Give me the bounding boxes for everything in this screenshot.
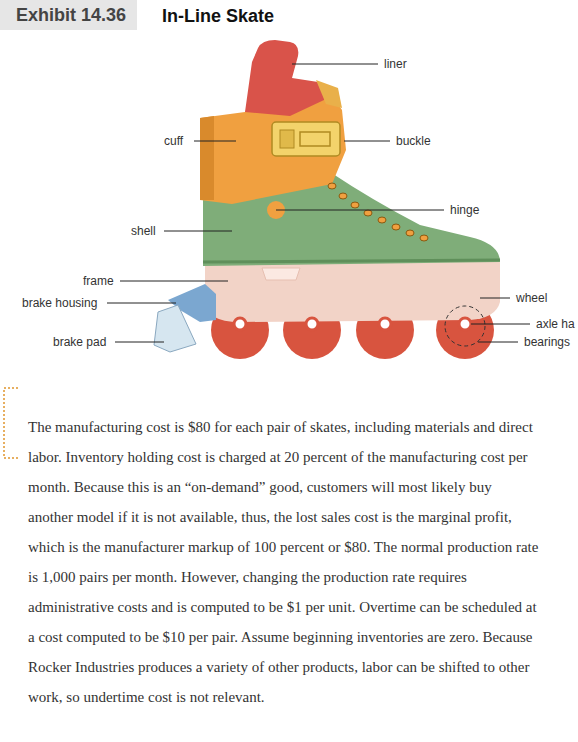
part-label: brake housing xyxy=(22,295,97,311)
axle-bolts xyxy=(234,318,471,330)
part-label: axle ha xyxy=(536,316,575,332)
buckle xyxy=(272,122,340,156)
liner xyxy=(245,40,328,116)
bearings-outline xyxy=(445,306,485,346)
brake-pad xyxy=(154,305,196,352)
laces xyxy=(328,183,428,241)
part-label: cuff xyxy=(164,133,183,149)
part-label: liner xyxy=(384,56,407,72)
part-label: frame xyxy=(83,273,114,289)
exhibit-tag: Exhibit 14.36 xyxy=(0,0,137,30)
part-label: shell xyxy=(131,223,156,239)
margin-bracket xyxy=(4,388,18,458)
problem-text: The manufacturing cost is $80 for each p… xyxy=(28,412,540,712)
part-label: buckle xyxy=(396,133,431,149)
exhibit-number: Exhibit 14.36 xyxy=(16,0,129,30)
part-label: wheel xyxy=(516,290,547,306)
frame-notch xyxy=(262,268,300,280)
part-label: brake pad xyxy=(53,334,106,350)
part-label: hinge xyxy=(450,202,479,218)
figure-title: In-Line Skate xyxy=(162,1,274,31)
part-label: bearings xyxy=(524,334,570,350)
frame xyxy=(205,262,500,322)
leader-lines xyxy=(107,64,530,342)
